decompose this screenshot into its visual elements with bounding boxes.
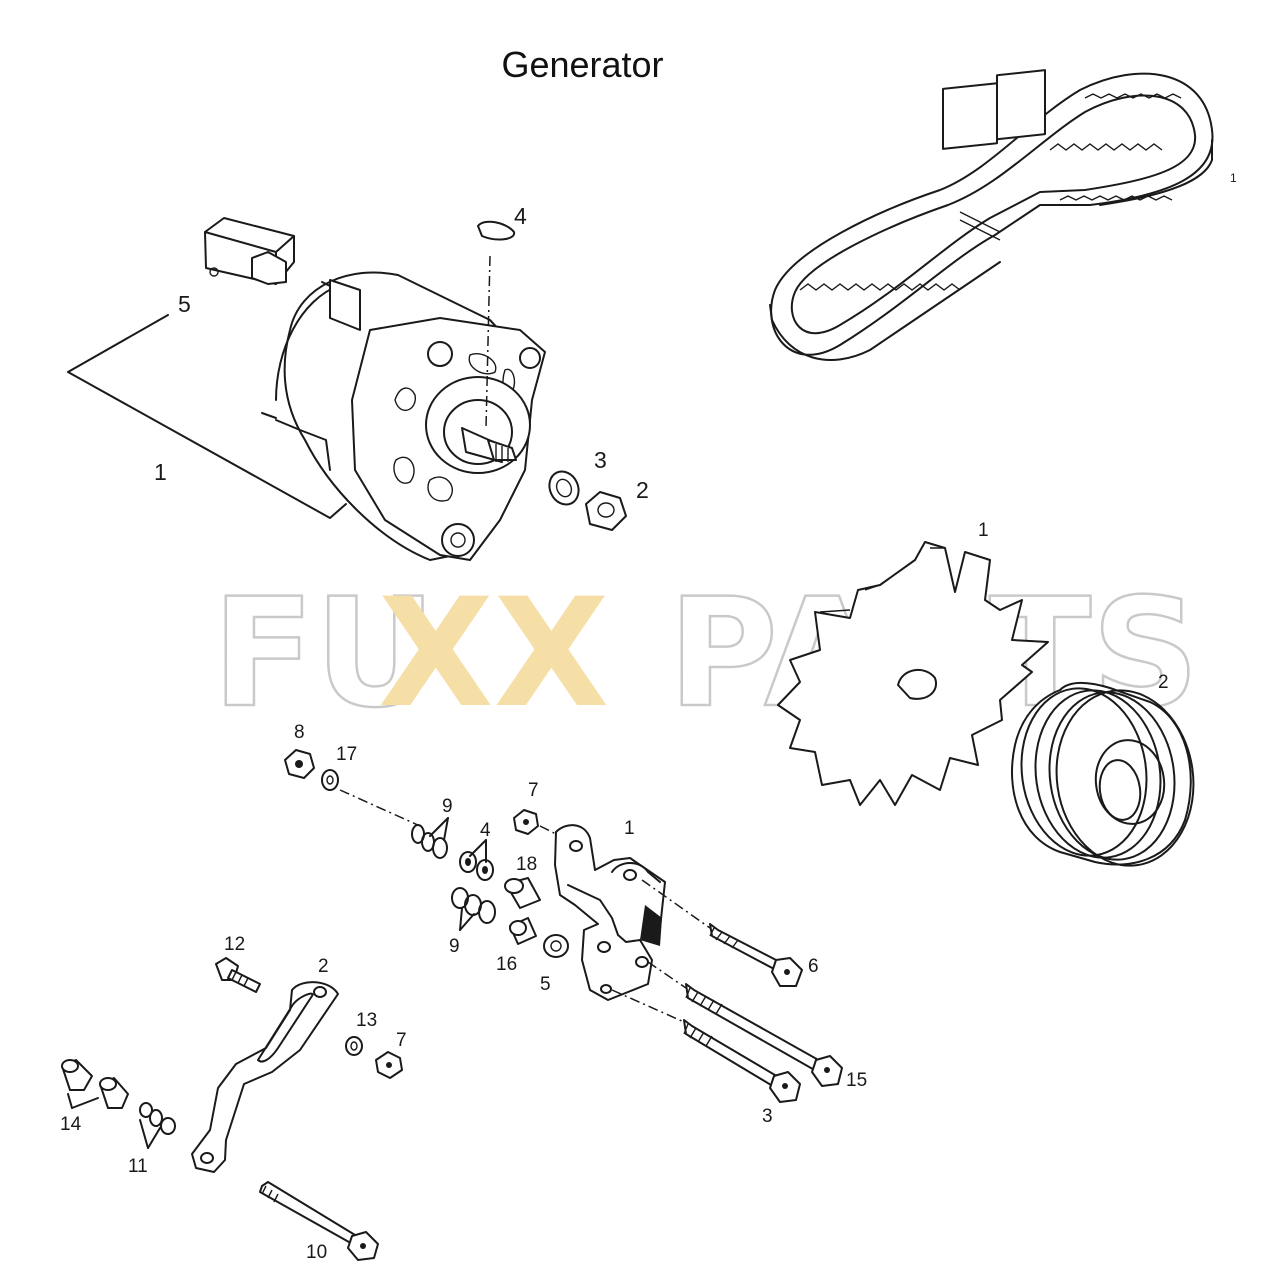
callout-4-key: 4 [514, 203, 527, 229]
bolt-6 [641, 879, 803, 987]
alternator-callout-bracket [67, 314, 347, 519]
callout-1-alternator: 1 [154, 459, 167, 485]
callout-2-tension-arm: 2 [318, 956, 329, 977]
watermark-text-left: FU [212, 567, 436, 741]
woodruff-key [477, 220, 516, 241]
callout-5-nut: 5 [540, 974, 551, 995]
callout-5-regulator: 5 [178, 291, 191, 317]
callout-6-bolt: 6 [808, 956, 819, 977]
nut-8 [284, 749, 315, 779]
callout-2-pulley: 2 [1158, 672, 1169, 693]
callout-9-washers-top: 9 [442, 796, 453, 817]
fan-and-pulley: 1 2 [777, 520, 1195, 867]
callout-1-bracket: 1 [624, 818, 635, 839]
callout-17-washer: 17 [336, 744, 357, 765]
sleeve-18 [504, 877, 541, 909]
callout-1-belt: 1 [1230, 171, 1237, 185]
callout-12-screw: 12 [224, 934, 245, 955]
alternator-body [261, 271, 546, 561]
bolt-3 [611, 989, 801, 1103]
washer-13 [345, 1036, 363, 1056]
callout-9-washers-bottom: 9 [449, 936, 460, 957]
v-belt: 1 [769, 69, 1237, 361]
nut-7-top [513, 809, 539, 835]
callout-15-bolt: 15 [846, 1070, 867, 1091]
washers-9-bottom [451, 887, 496, 931]
bracket-assembly: 8 17 9 4 7 1 18 9 16 5 6 15 3 12 2 13 7 … [60, 722, 867, 1263]
washers-11 [139, 1102, 176, 1149]
spacer-16 [509, 917, 537, 945]
washers-4 [459, 839, 494, 881]
washers-9-top [411, 817, 449, 859]
screw-12 [215, 957, 261, 993]
alternator-group: 5 4 3 2 1 [67, 203, 649, 561]
spacers-14 [61, 1059, 129, 1109]
callout-7-nut-top: 7 [528, 780, 539, 801]
watermark-text-middle: XX [378, 567, 609, 741]
nut-5 [543, 934, 569, 958]
generator-bracket [554, 824, 666, 1001]
callout-18-sleeve: 18 [516, 854, 537, 875]
callout-2-nut: 2 [636, 477, 649, 503]
callout-11-washers: 11 [128, 1156, 148, 1177]
callout-13-washer: 13 [356, 1010, 377, 1031]
nut-7-bottom [375, 1051, 403, 1079]
callout-3-bolt: 3 [762, 1106, 773, 1127]
callout-1-fan: 1 [978, 520, 989, 541]
callout-8-nut: 8 [294, 722, 305, 743]
tension-arm [191, 981, 339, 1173]
spring-washer [548, 470, 580, 506]
callout-4-washers: 4 [480, 820, 491, 841]
callout-7-nut-bottom: 7 [396, 1030, 407, 1051]
diagram-title: Generator [501, 44, 664, 85]
callout-14-spacers: 14 [60, 1114, 82, 1135]
callout-3-washer: 3 [594, 447, 607, 473]
double-v-pulley [1011, 682, 1195, 867]
callout-10-bolt: 10 [306, 1242, 327, 1263]
hex-nut [585, 491, 627, 531]
callout-16-spacer: 16 [496, 954, 517, 975]
bolt-15 [647, 961, 843, 1087]
voltage-regulator [204, 217, 295, 285]
bolt-10 [259, 1181, 379, 1261]
washer-17 [321, 769, 339, 791]
